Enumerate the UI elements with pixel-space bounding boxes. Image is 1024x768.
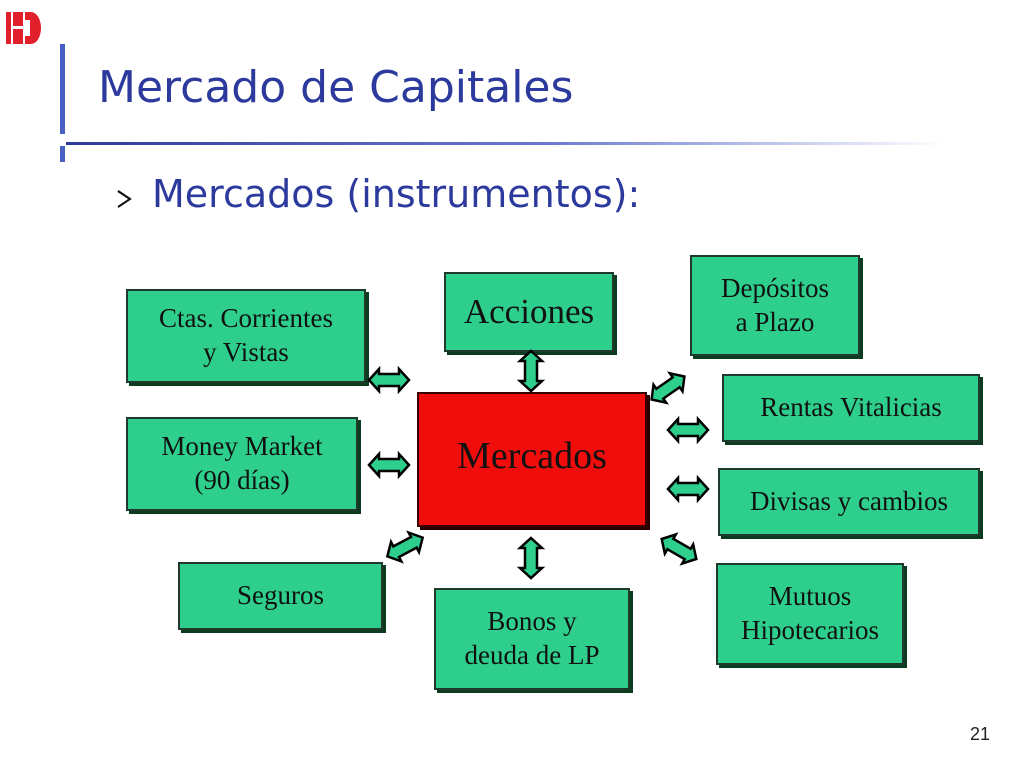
title-underline — [66, 142, 946, 145]
bullet-subtitle: Mercados (instrumentos): — [152, 172, 641, 216]
node-mutuos-hipotecarios: Mutuos Hipotecarios — [716, 563, 904, 665]
node-bonos-y-deuda: Bonos y deuda de LP — [434, 588, 630, 690]
arrow-rentas — [666, 417, 710, 443]
node-depositos-a-plazo: Depósitos a Plazo — [690, 255, 860, 356]
bullet-arrow-icon — [117, 190, 132, 208]
page-number: 21 — [969, 724, 990, 744]
arrow-divisas — [666, 476, 710, 502]
accent-bar-top — [60, 44, 65, 134]
accent-bar-bottom — [60, 146, 65, 162]
node-seguros: Seguros — [178, 562, 383, 630]
arrow-money-market — [367, 452, 411, 478]
arrow-seguros — [380, 526, 430, 568]
node-rentas-vitalicias: Rentas Vitalicias — [722, 374, 980, 442]
slide-title: Mercado de Capitales — [98, 62, 574, 113]
node-acciones: Acciones — [444, 272, 614, 352]
arrow-ctas-corrientes — [367, 367, 411, 393]
node-mercados-center: Mercados — [417, 392, 647, 527]
institution-logo-icon — [4, 8, 42, 48]
arrow-bonos — [518, 536, 544, 580]
node-divisas-y-cambios: Divisas y cambios — [718, 468, 980, 536]
arrow-depositos — [644, 366, 692, 410]
arrow-acciones — [518, 349, 544, 393]
node-ctas-corrientes: Ctas. Corrientes y Vistas — [126, 289, 366, 383]
node-money-market: Money Market (90 días) — [126, 417, 358, 511]
arrow-mutuos — [654, 528, 704, 570]
